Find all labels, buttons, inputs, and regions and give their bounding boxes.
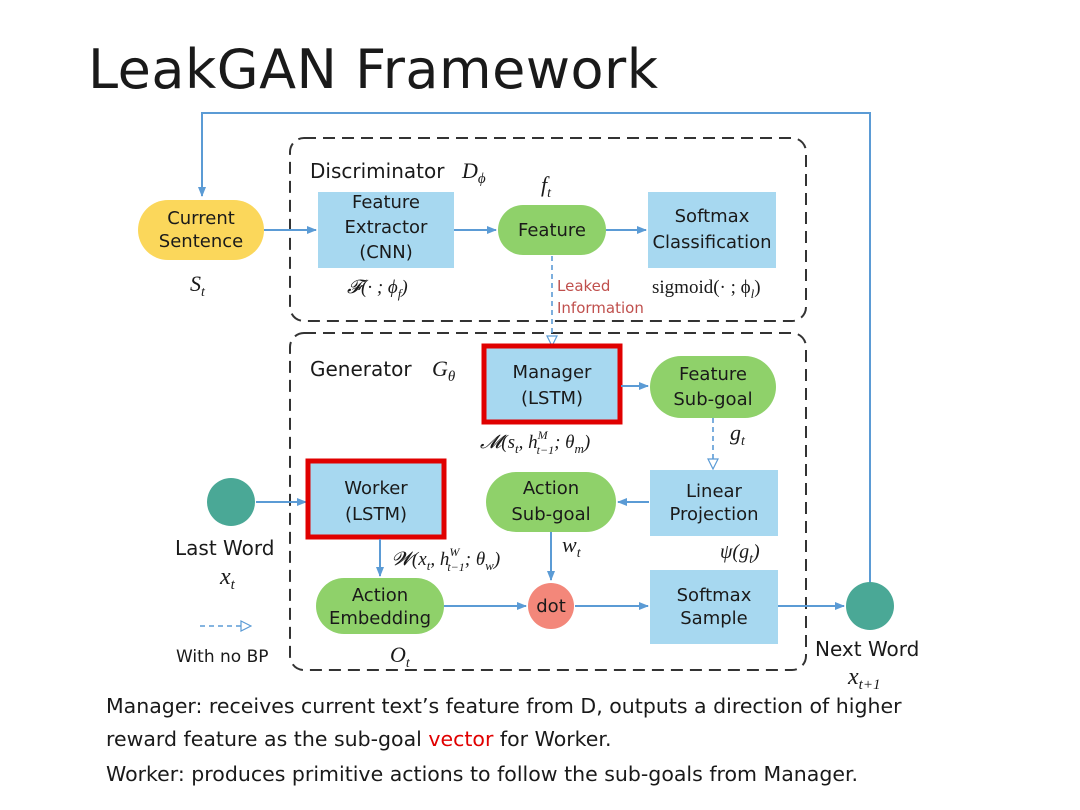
last-word-circle — [207, 478, 255, 526]
next-word-circle — [846, 582, 894, 630]
next-word-label: Next Word — [815, 637, 919, 661]
feature-subgoal-node — [650, 356, 776, 418]
caption-manager: Manager: receives current text’s feature… — [106, 690, 902, 756]
dot-node — [528, 583, 574, 629]
feature-symbol: ft — [541, 172, 552, 201]
g-symbol: gt — [730, 420, 746, 449]
feature-extractor-node — [318, 192, 454, 268]
feature-extractor-formula: 𝓕(· ; ϕf) — [347, 277, 408, 301]
dot-label: dot — [536, 596, 566, 617]
feature-label: Feature — [518, 220, 586, 241]
last-word-symbol: xt — [219, 564, 236, 593]
action-embedding-node — [316, 578, 444, 634]
worker-node — [305, 458, 447, 540]
manager-node — [481, 343, 623, 425]
action-subgoal-node — [486, 472, 616, 532]
worker-label: Worker(LSTM) — [344, 478, 408, 525]
linear-projection-formula: ψ(gt) — [720, 541, 760, 567]
w-symbol: wt — [562, 532, 582, 561]
generator-label: Generator — [310, 357, 412, 381]
next-word-symbol: xt+1 — [847, 664, 880, 693]
caption-line-2-end: for Worker. — [493, 727, 612, 751]
softmax-sample-node — [650, 570, 778, 644]
discriminator-label: Discriminator — [310, 159, 445, 183]
softmax-classification-formula: sigmoid(· ; ϕl) — [652, 277, 761, 301]
current-sentence-symbol: St — [190, 271, 206, 300]
caption-line-2-start: reward feature as the sub-goal — [106, 727, 429, 751]
caption-line-1: Manager: receives current text’s feature… — [106, 694, 902, 718]
last-word-label: Last Word — [175, 536, 274, 560]
current-sentence-node — [138, 200, 264, 260]
manager-label: Manager(LSTM) — [513, 362, 592, 409]
caption-line-2: reward feature as the sub-goal vector fo… — [106, 723, 902, 756]
feedback-loop-arrow — [198, 112, 871, 584]
legend-no-bp-label: With no BP — [176, 647, 269, 667]
caption-worker: Worker: produces primitive actions to fo… — [106, 762, 859, 786]
generator-symbol: Gθ — [432, 356, 456, 385]
slide-title: LeakGAN Framework — [88, 38, 659, 101]
feature-node — [498, 205, 606, 255]
o-symbol: Ot — [390, 642, 411, 671]
caption-vector-highlight: vector — [428, 727, 494, 751]
softmax-classification-node — [648, 192, 776, 268]
discriminator-symbol: Dϕ — [461, 158, 486, 187]
linear-projection-node — [650, 470, 778, 536]
